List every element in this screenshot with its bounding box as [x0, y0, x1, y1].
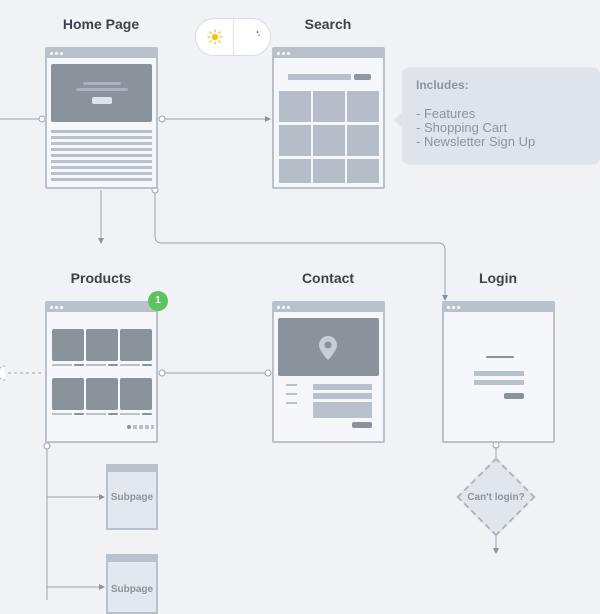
connector-lines [0, 115, 500, 600]
note-item: - Shopping Cart [416, 120, 508, 135]
login-button [504, 393, 524, 399]
decision-label: Can't login? [467, 492, 525, 503]
page-title-products: Products [70, 270, 132, 286]
form-field [313, 393, 372, 399]
products-page-wireframe[interactable] [45, 301, 158, 443]
form-field [313, 384, 372, 390]
window-bar [274, 49, 383, 58]
note-item: - Features [416, 106, 476, 121]
hero-block [51, 64, 152, 122]
note-item: - Newsletter Sign Up [416, 134, 536, 149]
sun-icon[interactable] [196, 19, 233, 55]
page-title-search: Search [304, 16, 352, 32]
page-title-contact: Contact [301, 270, 355, 286]
note-heading: Includes: [416, 78, 469, 92]
username-field [474, 371, 524, 376]
page-title-login: Login [478, 270, 518, 286]
subpage-wireframe[interactable]: Subpage [106, 554, 158, 614]
login-page-wireframe[interactable] [442, 301, 555, 443]
subpage-wireframe[interactable]: Subpage [106, 464, 158, 530]
pagination-dot [127, 425, 131, 429]
includes-note: Includes: - Features - Shopping Cart - N… [394, 67, 600, 165]
page-title-home: Home Page [62, 16, 140, 32]
map-block [278, 318, 379, 376]
theme-toggle[interactable] [195, 18, 271, 56]
window-bar [444, 303, 553, 312]
form-textarea [313, 402, 372, 418]
password-field [474, 380, 524, 385]
toggle-divider [233, 19, 234, 55]
subpage-label: Subpage [110, 584, 154, 595]
subpage-label: Subpage [110, 492, 154, 503]
submit-button [352, 422, 372, 428]
window-bar [47, 49, 156, 58]
search-field [288, 74, 351, 80]
contact-page-wireframe[interactable] [272, 301, 385, 443]
window-bar [47, 303, 156, 312]
login-heading-line [486, 356, 514, 358]
moon-icon[interactable] [234, 19, 271, 55]
window-bar [274, 303, 383, 312]
search-page-wireframe[interactable] [272, 47, 385, 189]
search-button [354, 74, 371, 80]
notification-badge: 1 [148, 291, 168, 311]
home-page-wireframe[interactable] [45, 47, 158, 189]
map-pin-icon [319, 336, 337, 360]
